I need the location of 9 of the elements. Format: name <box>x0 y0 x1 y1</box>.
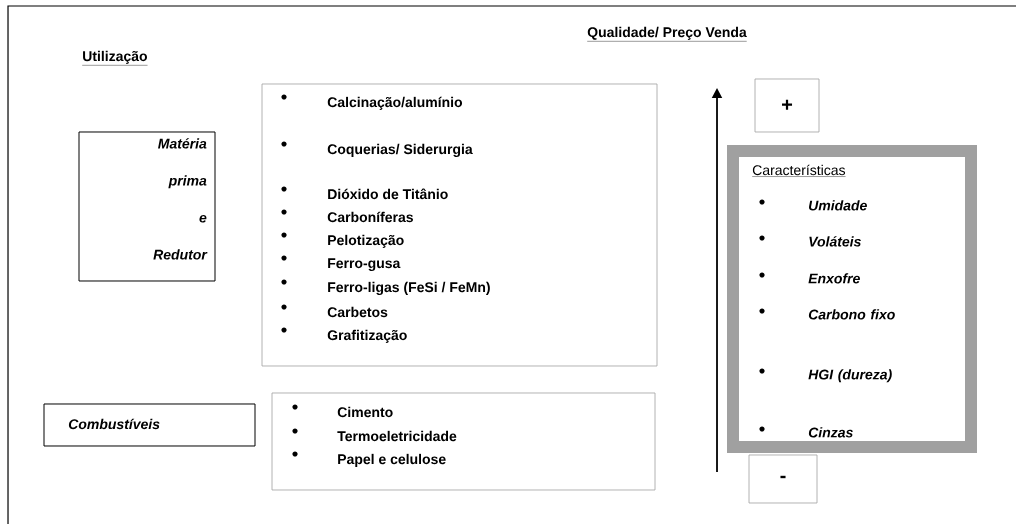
section-heading: Qualidade/ Preço Venda <box>587 26 747 42</box>
list-box: Calcinação/alumínio Coquerias/ Siderurgia Dióxido de Titânio Carboníferas Pelotização Ferro-gusa Ferro-ligas (FeSi / FeMn) Carbetos Grafitização <box>261 83 658 367</box>
characteristics-panel: Características Umidade Voláteis Enxofre Carbono fixo HGI (dureza) Cinzas <box>727 145 977 453</box>
section-heading: Utilização <box>82 50 148 66</box>
category-box: Combustíveis <box>43 403 256 447</box>
list-box: Cimento Termoeletricidade Papel e celulose <box>271 392 656 491</box>
sign-box: + <box>754 78 820 133</box>
sign-box: - <box>748 454 818 504</box>
category-box: Matéria prima e Redutor <box>78 131 216 282</box>
